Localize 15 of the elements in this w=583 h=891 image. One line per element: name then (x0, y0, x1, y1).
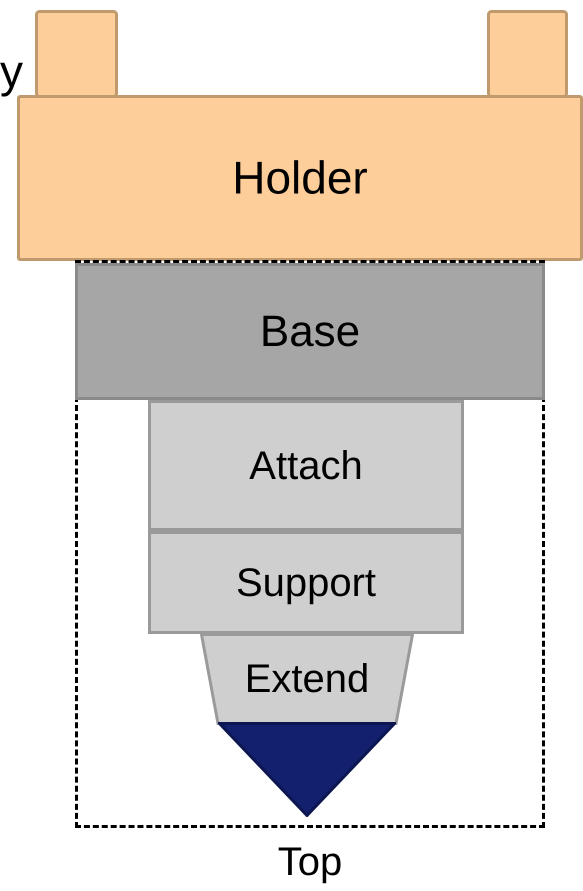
base-block (75, 263, 545, 400)
group-title: Top (276, 839, 344, 885)
block-label: Attach (248, 444, 364, 488)
block-label: Base (258, 307, 362, 356)
trapezoid-block (200, 633, 414, 725)
holder-block (17, 95, 583, 261)
block-label: Holder (231, 152, 369, 204)
stage-block (148, 531, 464, 634)
peg-block (487, 10, 568, 98)
block-label: Extend (244, 657, 370, 701)
stage-block (148, 400, 464, 531)
peg-block (35, 10, 118, 98)
block-label: Support (234, 560, 378, 604)
text-fragment: y (0, 44, 23, 98)
tip-triangle (218, 722, 396, 817)
